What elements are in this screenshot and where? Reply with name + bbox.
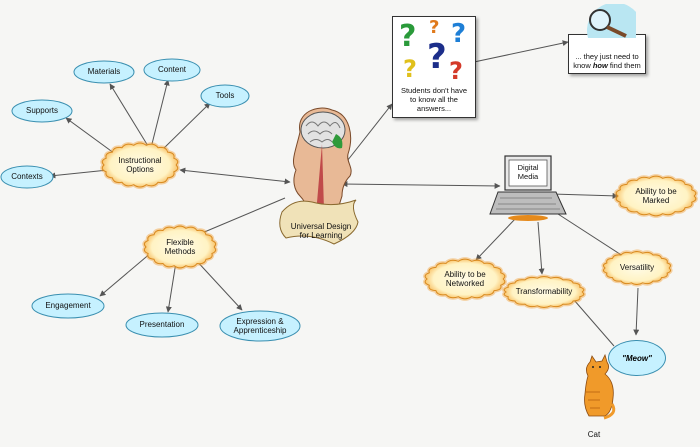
arrow-center-questions: [339, 103, 393, 171]
tools-node-shape: [200, 84, 250, 108]
arrow-media-marked: [551, 192, 619, 199]
arrow-center-options: [179, 167, 291, 185]
content-node-shape: [143, 58, 201, 82]
cloud-node-shapes: [100, 140, 698, 310]
engagement-node-shape: [31, 293, 105, 319]
instructional-options-cloud: [101, 142, 179, 188]
materials-node-shape: [73, 60, 135, 84]
arrow-media-networked: [475, 217, 517, 261]
arrow-media-transformability: [537, 221, 545, 275]
ability-marked-cloud: [615, 175, 697, 217]
contexts-node-shape: [0, 165, 54, 189]
arrow-options-supports: [65, 117, 119, 157]
arrow-methods-expression: [193, 257, 243, 311]
magnifier-icon: [586, 4, 636, 38]
versatility-cloud: [602, 250, 672, 286]
line-center-methods: [201, 197, 286, 234]
expression-node-shape: [219, 310, 301, 342]
questions-card[interactable]: ? ? ? ? ? ? Students don't have to know …: [392, 16, 476, 118]
arrow-versatility-meow: [633, 287, 640, 336]
ability-networked-cloud: [424, 258, 506, 300]
cat-illustration: [584, 353, 616, 420]
presentation-node-shape: [125, 312, 199, 338]
arrow-options-content: [151, 79, 170, 145]
questions-caption: Students don't have to know all the answ…: [400, 86, 468, 113]
supports-node-shape: [11, 99, 73, 123]
arrow-center-media: [341, 181, 501, 189]
arrow-methods-engagement: [99, 251, 153, 297]
arrow-methods-presentation: [165, 261, 177, 313]
arrow-options-tools: [161, 102, 211, 151]
connector-lines: [49, 40, 640, 347]
arrow-media-versatility: [557, 213, 627, 259]
laptop-illustration: [489, 155, 567, 221]
arrow-options-materials: [109, 83, 149, 147]
leaf-node-shapes: [0, 58, 301, 342]
meow-speech-bubble[interactable]: "Meow": [608, 340, 666, 376]
arrow-questions-magnifier: [473, 40, 569, 63]
question-marks-icon: ? ? ? ? ? ?: [399, 17, 467, 85]
magnifier-card[interactable]: ... they just need to know how find them: [568, 34, 646, 74]
arrow-options-contexts: [49, 169, 109, 179]
line-transformability-meow: [573, 299, 615, 347]
transformability-cloud: [503, 276, 585, 308]
magnifier-caption: ... they just need to know how find them: [573, 52, 641, 70]
head-illustration: [279, 107, 359, 245]
flexible-methods-cloud: [143, 225, 217, 269]
